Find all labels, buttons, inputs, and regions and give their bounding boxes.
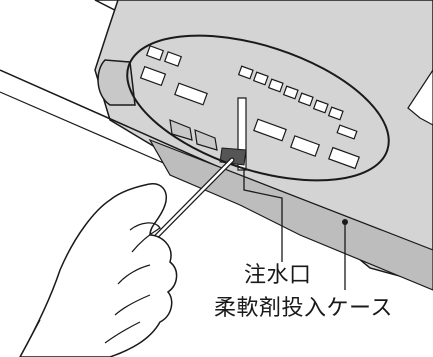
water-inlet-opening: [219, 147, 247, 166]
panel-knob: [97, 59, 136, 106]
leader-line-inlet: [243, 170, 283, 262]
drawer-front: [148, 138, 433, 291]
panel-wedge: [407, 68, 433, 126]
water-inlet-label: 注水口: [244, 263, 312, 288]
panel-feet: [169, 119, 218, 151]
panel-vents: [139, 45, 360, 170]
hand-illustration: [19, 157, 235, 357]
highlight-ellipse: [126, 34, 390, 182]
softener-case-label: 柔軟剤投入ケース: [214, 296, 393, 321]
